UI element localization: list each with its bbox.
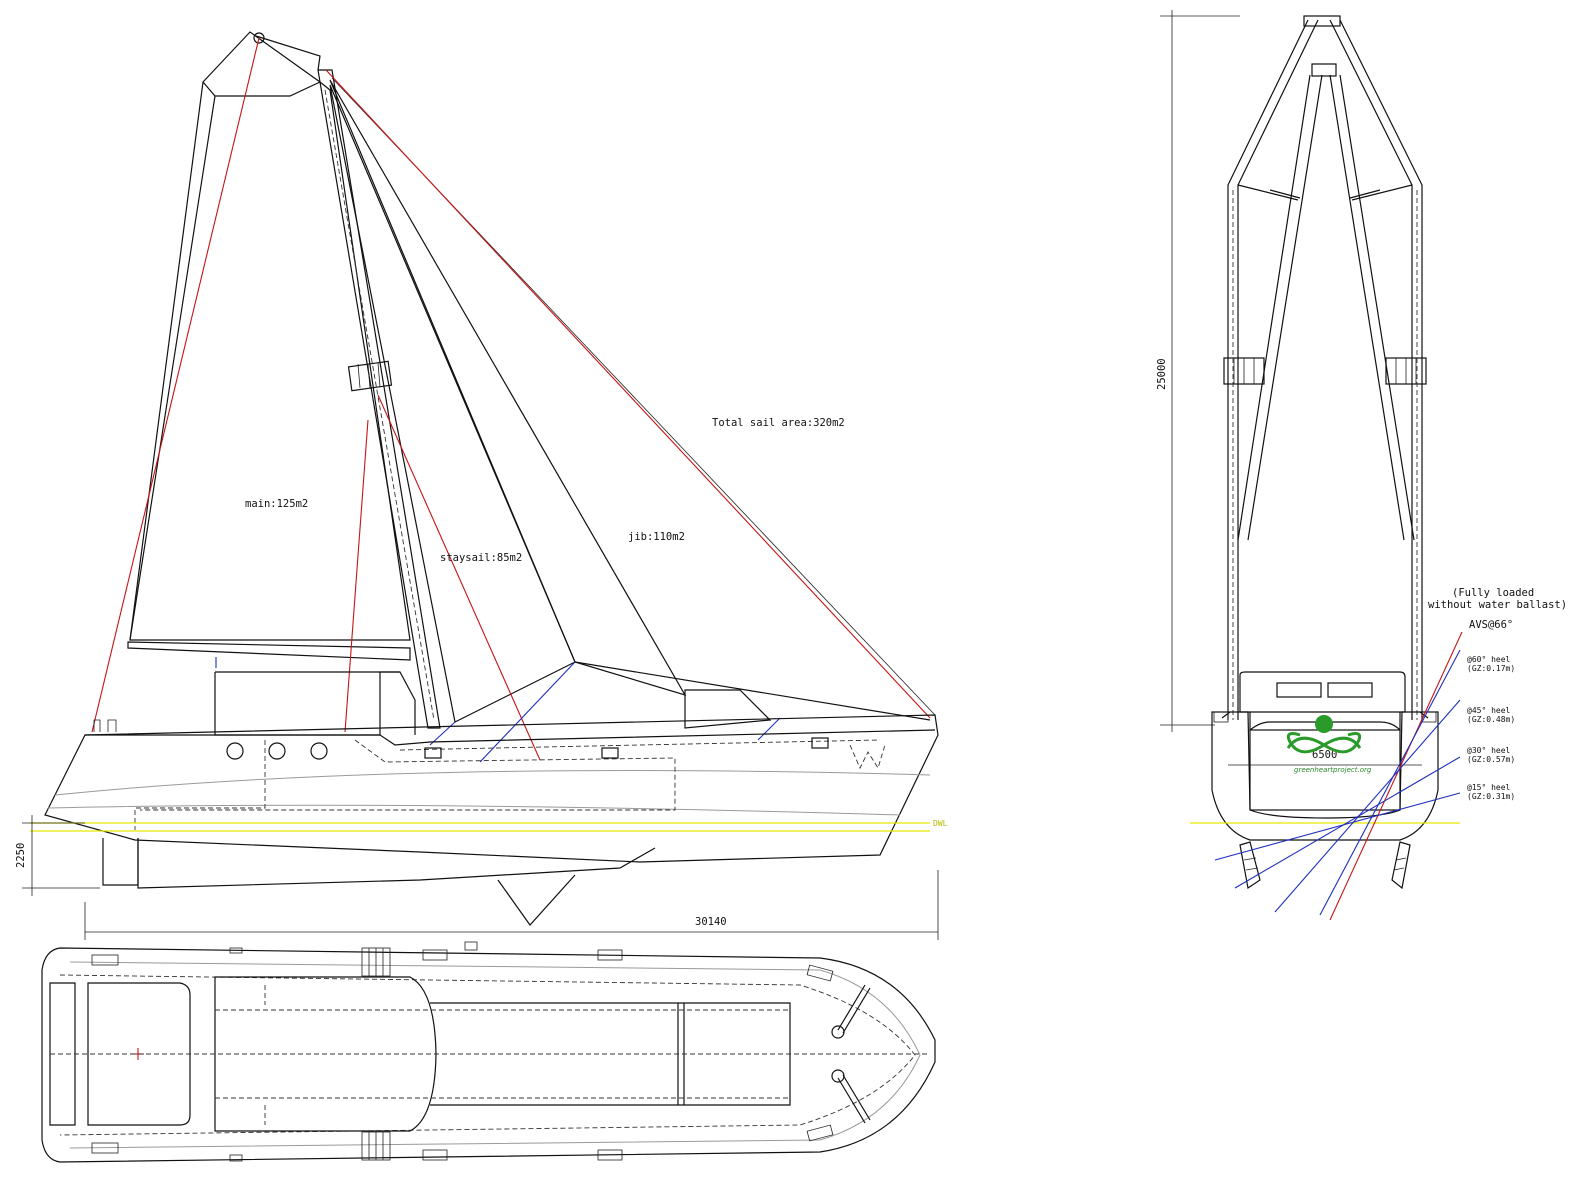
- mast-centerline: [324, 89, 435, 721]
- rudder: [102, 838, 139, 886]
- jib-foot: [574, 661, 931, 721]
- backstay: [91, 37, 260, 733]
- transom: [49, 982, 76, 1126]
- waterline-label: DWL: [933, 819, 948, 828]
- window: [1276, 682, 1322, 698]
- port-inner-spar: [1237, 74, 1323, 541]
- winch: [601, 747, 619, 759]
- jib-stay: [325, 69, 931, 719]
- jib-label: jib:110m2: [628, 531, 685, 543]
- height-dimension: 25000: [1156, 358, 1168, 390]
- heel-60-gz: (GZ:0.17m): [1467, 664, 1515, 673]
- deckhouse-fwd: [684, 689, 772, 729]
- cockpit: [87, 982, 191, 1126]
- deckhouse-aft: [214, 671, 416, 736]
- deckhouse-front: [1239, 671, 1406, 713]
- heel-15-angle: @15° heel: [1467, 783, 1511, 792]
- beam-dimension: 6500: [1312, 749, 1337, 761]
- port-bilge-keel: [1239, 841, 1261, 890]
- mast: [317, 69, 441, 729]
- masthead-arm: [255, 35, 321, 71]
- mast-steps-port: [361, 947, 391, 977]
- chine-line: [54, 770, 931, 796]
- cleat: [422, 1149, 448, 1161]
- heel-60-angle: @60° heel: [1467, 655, 1511, 664]
- masthead-block: [253, 32, 265, 44]
- winch: [811, 737, 829, 749]
- starboard-mast: [1329, 19, 1423, 720]
- heel-45-gz: (GZ:0.48m): [1467, 715, 1515, 724]
- cleat: [597, 949, 623, 961]
- mainsail-head: [202, 81, 321, 97]
- length-dimension: 30140: [695, 916, 727, 928]
- jib: [329, 79, 687, 697]
- staysail: [329, 84, 576, 723]
- heel-15-line: [1214, 792, 1461, 861]
- cleat: [806, 964, 834, 982]
- stern-rail: [93, 719, 117, 732]
- winch: [424, 747, 442, 759]
- starboard-bilge-keel: [1391, 841, 1411, 890]
- logo-text: greenheartproject.org: [1294, 766, 1372, 774]
- stability-note-line1: (Fully loaded: [1452, 587, 1534, 599]
- cleat: [91, 1142, 119, 1154]
- porthole: [226, 742, 244, 760]
- heel-15-gz: (GZ:0.31m): [1467, 792, 1515, 801]
- centerboard: [497, 874, 576, 926]
- sheerline: [85, 729, 936, 746]
- mast-head-joint: [1303, 15, 1341, 27]
- front-view: 25000 6500 g: [1156, 10, 1567, 921]
- anchor-outline: [849, 744, 886, 770]
- main-boom: [127, 641, 411, 661]
- cleat: [422, 949, 448, 961]
- anchor-starboard: [831, 1069, 871, 1124]
- heel-30-angle: @30° heel: [1467, 746, 1511, 755]
- side-profile: DWL 30140 2250 Total sail area:320m2 mai…: [15, 31, 948, 940]
- draft-dimension: 2250: [15, 843, 27, 868]
- mainsail-luff: [129, 95, 216, 641]
- aft-shroud: [344, 419, 369, 733]
- cleat: [91, 954, 119, 966]
- window: [1327, 682, 1373, 698]
- mast-steps-starboard: [361, 1131, 391, 1161]
- starboard-inner-spar: [1329, 74, 1415, 541]
- hull-outline: [41, 947, 936, 1163]
- staysail-label: staysail:85m2: [440, 552, 522, 564]
- mainsail-label: main:125m2: [245, 498, 308, 510]
- total-sail-area-label: Total sail area:320m2: [712, 417, 845, 429]
- avs-line: [1329, 631, 1463, 921]
- stability-note-line2: without water ballast): [1428, 599, 1567, 611]
- staysail-sheet: [479, 661, 576, 763]
- avs-label: AVS@66°: [1469, 619, 1513, 631]
- porthole: [310, 742, 328, 760]
- keel-skeg: [137, 838, 656, 889]
- port-mast: [1227, 19, 1319, 720]
- heel-45-line: [1274, 699, 1461, 913]
- fore-shroud: [377, 394, 541, 761]
- cleat: [597, 1149, 623, 1161]
- porthole: [268, 742, 286, 760]
- heel-60-line: [1319, 649, 1461, 916]
- anchor-port: [831, 984, 871, 1039]
- heel-45-angle: @45° heel: [1467, 706, 1511, 715]
- hull-profile: [44, 714, 939, 863]
- jib-sheet: [757, 717, 781, 741]
- heel-30-line: [1234, 756, 1461, 889]
- plan-view: [41, 941, 936, 1163]
- greenheart-logo: greenheartproject.org: [1286, 715, 1372, 774]
- heel-30-gz: (GZ:0.57m): [1467, 755, 1515, 764]
- cleat: [806, 1124, 834, 1142]
